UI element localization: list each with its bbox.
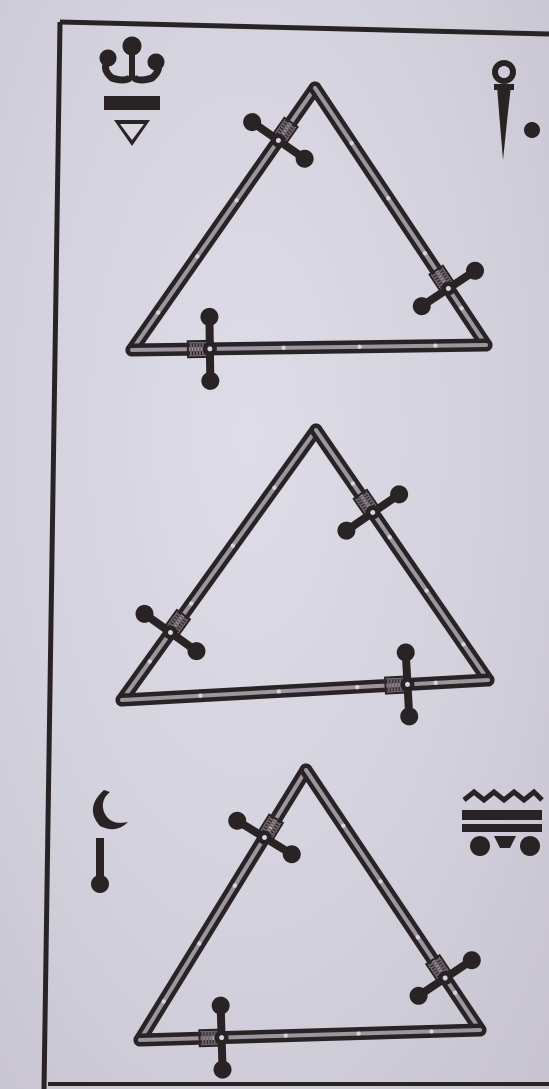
sword-hilt-icon	[402, 247, 488, 319]
sword-hilt-icon	[132, 590, 217, 664]
bottom-sword-blade	[122, 680, 488, 700]
sword-hilt-icon	[326, 470, 412, 543]
triangle-middle	[122, 430, 488, 727]
sword-hilt-icon	[382, 643, 418, 727]
right-sword-blade	[306, 770, 480, 1030]
fleur-trident-symbol-icon	[100, 37, 164, 146]
frame	[44, 22, 549, 1089]
right-sword-blade	[316, 430, 488, 680]
sword-hilt-icon	[186, 308, 219, 390]
right-sword-blade	[315, 88, 486, 345]
dagger-circle-symbol-icon	[494, 63, 540, 160]
left-sword-blade	[122, 430, 316, 700]
sword-hilt-icon	[240, 98, 326, 171]
bottom-sword-blade	[132, 344, 486, 352]
sword-hilt-icon	[225, 796, 312, 866]
triangle-top	[132, 88, 488, 390]
wave-lines-symbol-icon	[462, 792, 542, 856]
triangle-bottom	[140, 770, 484, 1079]
sword-hilt-icon	[398, 936, 484, 1008]
bottom-sword-blade	[140, 1029, 480, 1040]
crescent-staff-symbol-icon	[91, 790, 128, 893]
sword-hilt-icon	[197, 996, 231, 1079]
